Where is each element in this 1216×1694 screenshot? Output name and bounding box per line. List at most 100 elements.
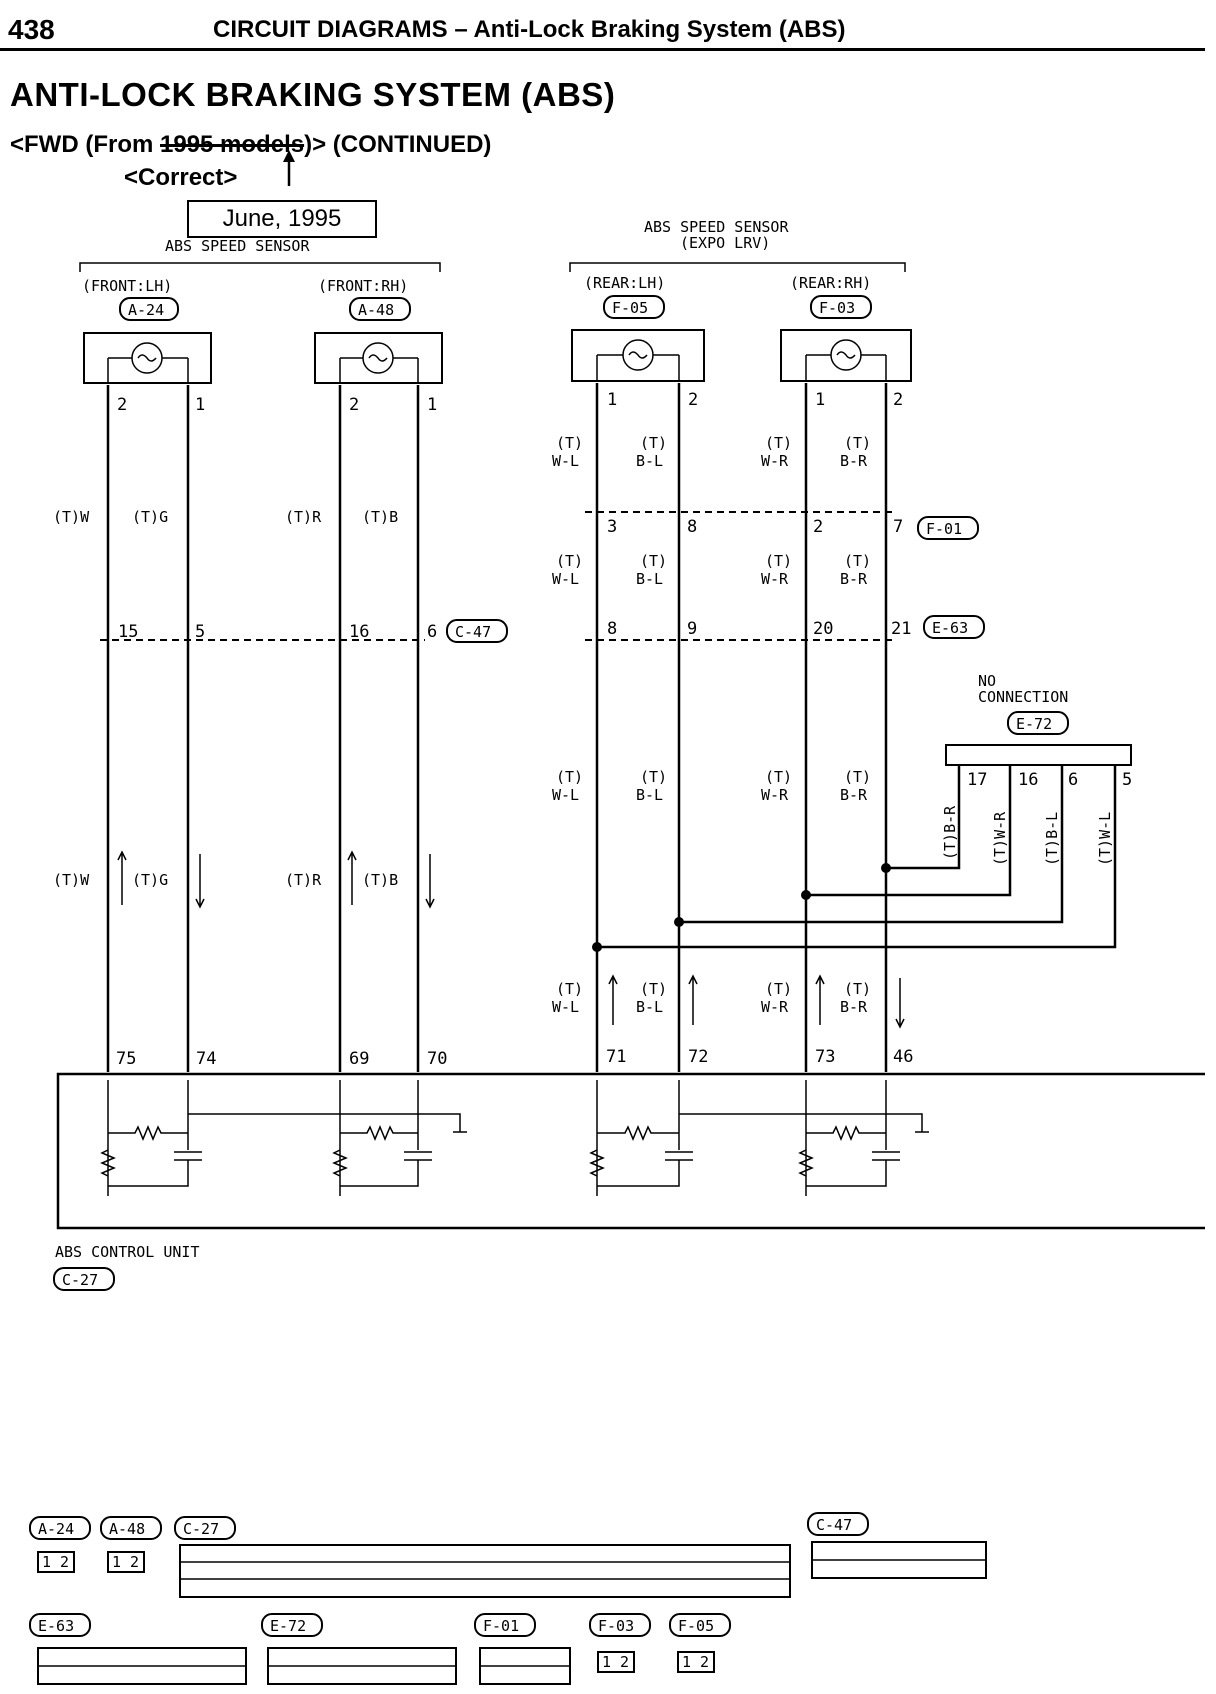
pin-number: 15: [118, 622, 138, 642]
wire-color-label: (T)W-L: [1096, 812, 1114, 866]
svg-text:W-R: W-R: [761, 570, 789, 588]
pin-number: 1: [427, 395, 437, 415]
svg-text:1 2: 1 2: [602, 1653, 629, 1671]
pin-number: 2: [117, 395, 127, 415]
correction-label: <Correct>: [124, 164, 238, 191]
ecu-input-circuit: [332, 1080, 432, 1196]
front-group-bracket: [79, 262, 441, 272]
svg-text:B-L: B-L: [636, 570, 663, 588]
wire-color-label: (T)W: [53, 871, 90, 889]
svg-text:(T): (T): [765, 768, 792, 786]
pin-number: 2: [813, 517, 823, 537]
svg-text:(T): (T): [640, 552, 667, 570]
abs-control-unit-box: [56, 1072, 1205, 1230]
front-rh-position: (FRONT:RH): [318, 277, 408, 295]
no-connection-label: NO: [978, 672, 996, 690]
wire-color-label: (T)W-R: [991, 811, 1009, 866]
svg-text:(T): (T): [556, 434, 583, 452]
connector-c27-label: C-27: [62, 1271, 98, 1289]
pin-number: 73: [815, 1047, 835, 1067]
pin-number: 70: [427, 1049, 447, 1069]
rear-wire-labels-row4: (T)W-L (T)B-L (T)W-R (T)B-R: [552, 980, 871, 1016]
pin-number: 8: [607, 619, 617, 639]
svg-text:(T): (T): [844, 980, 871, 998]
twisted-pair-arrows: [117, 850, 905, 1029]
svg-text:(T): (T): [556, 980, 583, 998]
splice-dot: [881, 863, 891, 873]
wire-color-label: (T)B: [362, 871, 398, 889]
connector-badge-a48: [349, 297, 411, 321]
rear-group-bracket: [569, 262, 906, 272]
svg-text:E-63: E-63: [38, 1617, 74, 1635]
header-title: CIRCUIT DIAGRAMS – Anti-Lock Braking Sys…: [213, 16, 846, 43]
svg-text:B-R: B-R: [840, 452, 868, 470]
wire-color-label: (T)B-R: [941, 805, 959, 860]
wire-color-label: (T)G: [132, 871, 168, 889]
svg-text:W-R: W-R: [761, 998, 789, 1016]
svg-text:E-72: E-72: [270, 1617, 306, 1635]
pin-number: 74: [196, 1049, 216, 1069]
connector-f01-label: F-01: [926, 520, 962, 538]
pin-number: 75: [116, 1049, 136, 1069]
pin-number: 6: [427, 622, 437, 642]
correction-arrowhead: [283, 150, 295, 162]
subtitle: <FWD (From 1995 models)> (CONTINUED): [10, 131, 491, 159]
connector-badge-e72: [1007, 711, 1069, 735]
wire-color-label: (T)R: [285, 508, 322, 526]
svg-text:(T): (T): [765, 434, 792, 452]
abs-control-unit-label: ABS CONTROL UNIT: [55, 1243, 200, 1261]
pin-number: 6: [1068, 770, 1078, 790]
svg-text:B-R: B-R: [840, 998, 868, 1016]
pin-number: 9: [687, 619, 697, 639]
connector-a24-label: A-24: [128, 301, 164, 319]
svg-text:F-05: F-05: [678, 1617, 714, 1635]
svg-text:1 2: 1 2: [682, 1653, 709, 1671]
svg-text:(T): (T): [844, 552, 871, 570]
wire-color-label: (T)G: [132, 508, 168, 526]
svg-text:1 2: 1 2: [42, 1553, 69, 1571]
ecu-input-circuit: [100, 1080, 467, 1196]
front-lh-sensor: [83, 332, 212, 384]
rear-lh-position: (REAR:LH): [584, 274, 665, 292]
connector-badge-a24: [119, 297, 179, 321]
header-rule: [0, 48, 1205, 51]
svg-text:1 2: 1 2: [112, 1553, 139, 1571]
front-lh-position: (FRONT:LH): [82, 277, 172, 295]
rear-rh-position: (REAR:RH): [790, 274, 871, 292]
connector-legend: A-24 A-48 C-27 C-47 1 2 1 2 E-63 E-72 F-…: [29, 1512, 987, 1685]
svg-text:F-01: F-01: [483, 1617, 519, 1635]
svg-text:W-L: W-L: [552, 786, 579, 804]
svg-text:(T): (T): [844, 434, 871, 452]
connector-e63-label: E-63: [932, 619, 968, 637]
rear-wire-labels-row1: (T)W-L (T)B-L (T)W-R (T)B-R: [552, 434, 871, 470]
pin-number: 8: [687, 517, 697, 537]
subtitle-struck-text: 1995 models: [160, 131, 305, 158]
svg-text:(T): (T): [556, 768, 583, 786]
svg-text:(T): (T): [844, 768, 871, 786]
connector-f03-label: F-03: [819, 299, 855, 317]
svg-text:W-L: W-L: [552, 452, 579, 470]
correction-date-box: June, 1995: [187, 200, 377, 238]
pin-number: 1: [815, 390, 825, 410]
svg-text:C-47: C-47: [816, 1516, 852, 1534]
splice-dot: [674, 917, 684, 927]
connector-badge-c27: [53, 1267, 115, 1291]
svg-text:(T): (T): [640, 434, 667, 452]
ecu-input-circuit: [589, 1080, 929, 1196]
svg-text:(T): (T): [765, 552, 792, 570]
svg-text:A-24: A-24: [38, 1520, 74, 1538]
svg-text:B-L: B-L: [636, 786, 663, 804]
connector-e72-body: [945, 744, 1132, 766]
pin-number: 17: [967, 770, 987, 790]
front-sensor-group-title: ABS SPEED SENSOR: [165, 237, 310, 255]
pin-number: 3: [607, 517, 617, 537]
pin-number: 1: [607, 390, 617, 410]
no-connection-label: CONNECTION: [978, 688, 1068, 706]
splice-dot: [592, 942, 602, 952]
rear-wire-labels-row2: (T)W-L (T)B-L (T)W-R (T)B-R: [552, 552, 871, 588]
pin-number: 7: [893, 517, 903, 537]
connector-e72-label: E-72: [1016, 715, 1052, 733]
pin-number: 2: [349, 395, 359, 415]
pin-number: 69: [349, 1049, 369, 1069]
pin-number: 72: [688, 1047, 708, 1067]
